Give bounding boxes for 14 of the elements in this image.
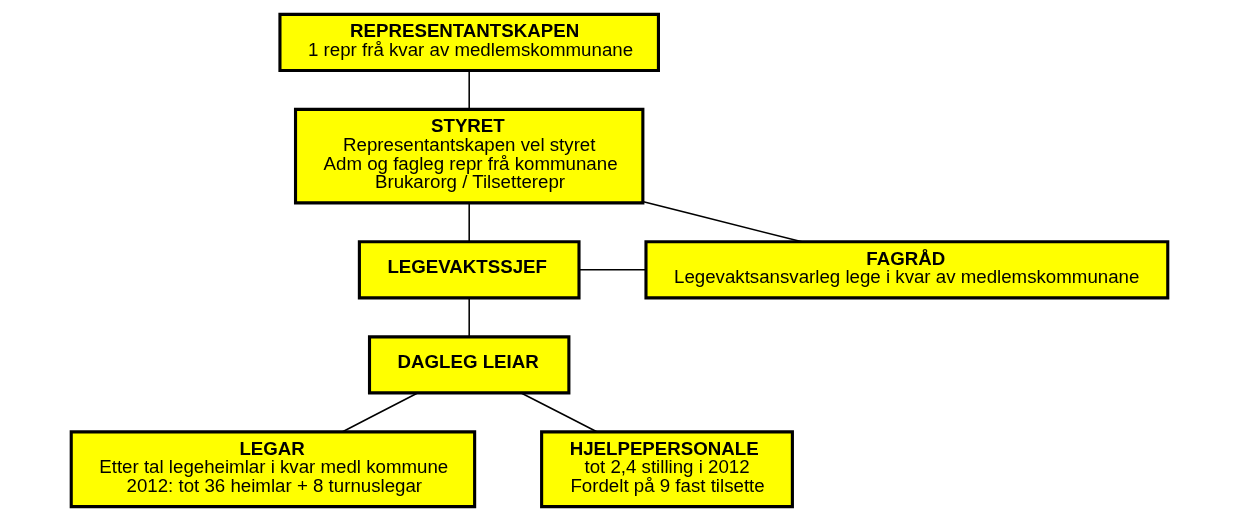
node-box: LEGAR Etter tal legeheimlar i kvar medl kommune 2012: tot 36 heimlar + 8 turnuslegar bbox=[69, 430, 477, 509]
node-box: STYRET Representantskapen vel styret Adm og fagleg repr frå kommunane Brukarorg / Tilsetterepr bbox=[293, 107, 645, 205]
connector bbox=[468, 70, 470, 110]
node-box: FAGRÅD Legevaktsansvarleg lege i kvar av medlemskommunane bbox=[644, 240, 1170, 300]
node-box: REPRESENTANTSKAPEN 1 repr frå kvar av medlemskommunane bbox=[278, 12, 660, 73]
node-box: DAGLEG LEIAR bbox=[367, 335, 571, 395]
connector bbox=[341, 392, 419, 433]
connector bbox=[468, 297, 470, 338]
connector bbox=[468, 202, 470, 243]
connector bbox=[642, 200, 803, 243]
connector bbox=[578, 269, 647, 271]
connector bbox=[520, 392, 598, 433]
node-box: HJELPEPERSONALE tot 2,4 stilling i 2012 Fordelt på 9 fast tilsette bbox=[540, 430, 794, 509]
node-box: LEGEVAKTSSJEF bbox=[357, 240, 581, 300]
